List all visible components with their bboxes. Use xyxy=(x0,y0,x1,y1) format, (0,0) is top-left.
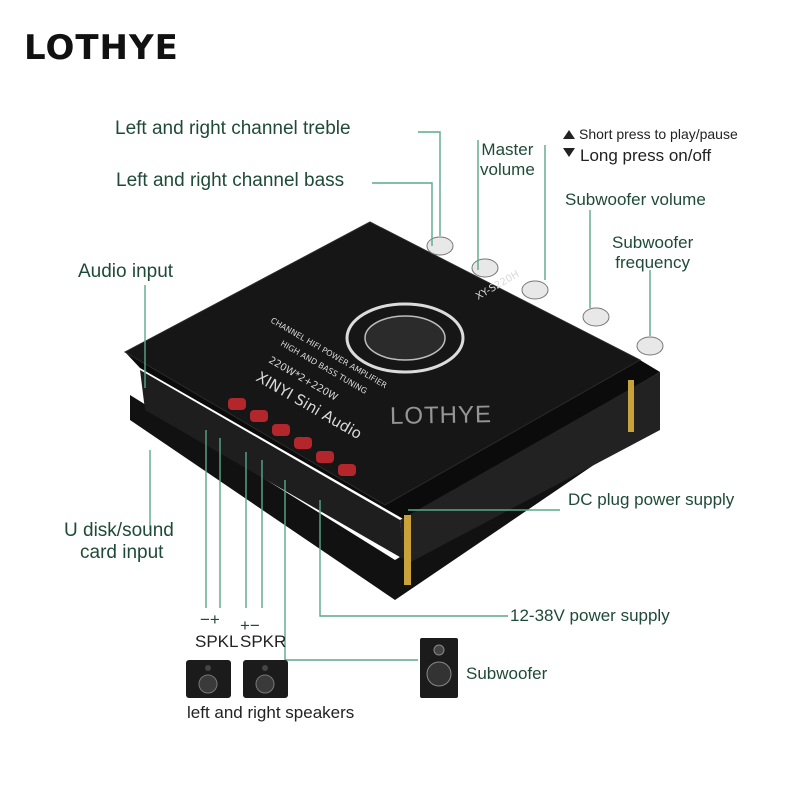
board-top-cover xyxy=(123,221,642,506)
terminal-5 xyxy=(316,451,334,463)
label-udisk-line1: U disk/sound xyxy=(64,520,174,541)
right-electronics-panel xyxy=(400,372,660,565)
label-dc-plug: DC plug power supply xyxy=(568,490,735,509)
label-subwoofer-frequency: Subwoofer frequency xyxy=(612,233,693,273)
label-subwoofer: Subwoofer xyxy=(466,664,548,683)
label-treble: Left and right channel treble xyxy=(115,118,351,139)
label-spkl-polarity: −+ xyxy=(200,610,220,629)
leader-bass xyxy=(372,182,433,246)
label-bass: Left and right channel bass xyxy=(116,170,345,191)
label-spkr: SPKR xyxy=(240,632,287,651)
gold-standoff-right xyxy=(628,380,634,432)
speaker-terminals xyxy=(228,398,356,476)
label-sub-freq-line1: Subwoofer xyxy=(612,233,694,252)
brand-logo: LOTHYE xyxy=(24,28,179,68)
label-spkl: SPKL xyxy=(195,632,239,651)
label-short-press: Short press to play/pause xyxy=(579,126,738,142)
label-subwoofer-volume: Subwoofer volume xyxy=(565,190,706,209)
terminal-1 xyxy=(228,398,246,410)
label-long-press: Long press on/off xyxy=(580,146,712,165)
board-logo-ring xyxy=(345,302,465,374)
right-speaker-icon xyxy=(243,660,288,698)
label-udisk-input: U disk/sound card input xyxy=(64,520,174,564)
subwoofer-icon xyxy=(420,638,458,698)
terminal-3 xyxy=(272,424,290,436)
knob-subwoofer-frequency xyxy=(636,336,664,356)
left-speaker-icon xyxy=(186,660,231,698)
label-spkr-polarity: +− xyxy=(240,616,260,635)
watermark-text: LOTHYE xyxy=(389,401,493,430)
label-udisk-line2: card input xyxy=(80,542,164,563)
leader-treble xyxy=(418,131,441,236)
arrow-down-icon xyxy=(563,148,575,157)
gold-standoff-left xyxy=(404,515,411,585)
label-speakers: left and right speakers xyxy=(187,703,355,722)
board-logo-inner xyxy=(364,315,446,361)
arrow-up-icon xyxy=(563,130,575,139)
label-audio-input: Audio input xyxy=(78,261,174,282)
label-master-line2: volume xyxy=(480,160,535,179)
knob-group xyxy=(426,236,664,356)
knob-treble xyxy=(426,236,454,256)
label-master-volume: Master volume xyxy=(480,140,535,180)
terminal-2 xyxy=(250,410,268,422)
label-power-supply: 12-38V power supply xyxy=(510,606,670,625)
front-connector-panel xyxy=(140,370,405,560)
label-master-line1: Master xyxy=(481,140,534,159)
terminal-4 xyxy=(294,437,312,449)
knob-subwoofer-volume xyxy=(582,307,610,327)
knob-bass xyxy=(471,258,499,278)
knob-master-volume xyxy=(521,280,549,300)
leader-power xyxy=(319,500,508,617)
label-sub-freq-line2: frequency xyxy=(615,253,690,272)
terminal-6 xyxy=(338,464,356,476)
